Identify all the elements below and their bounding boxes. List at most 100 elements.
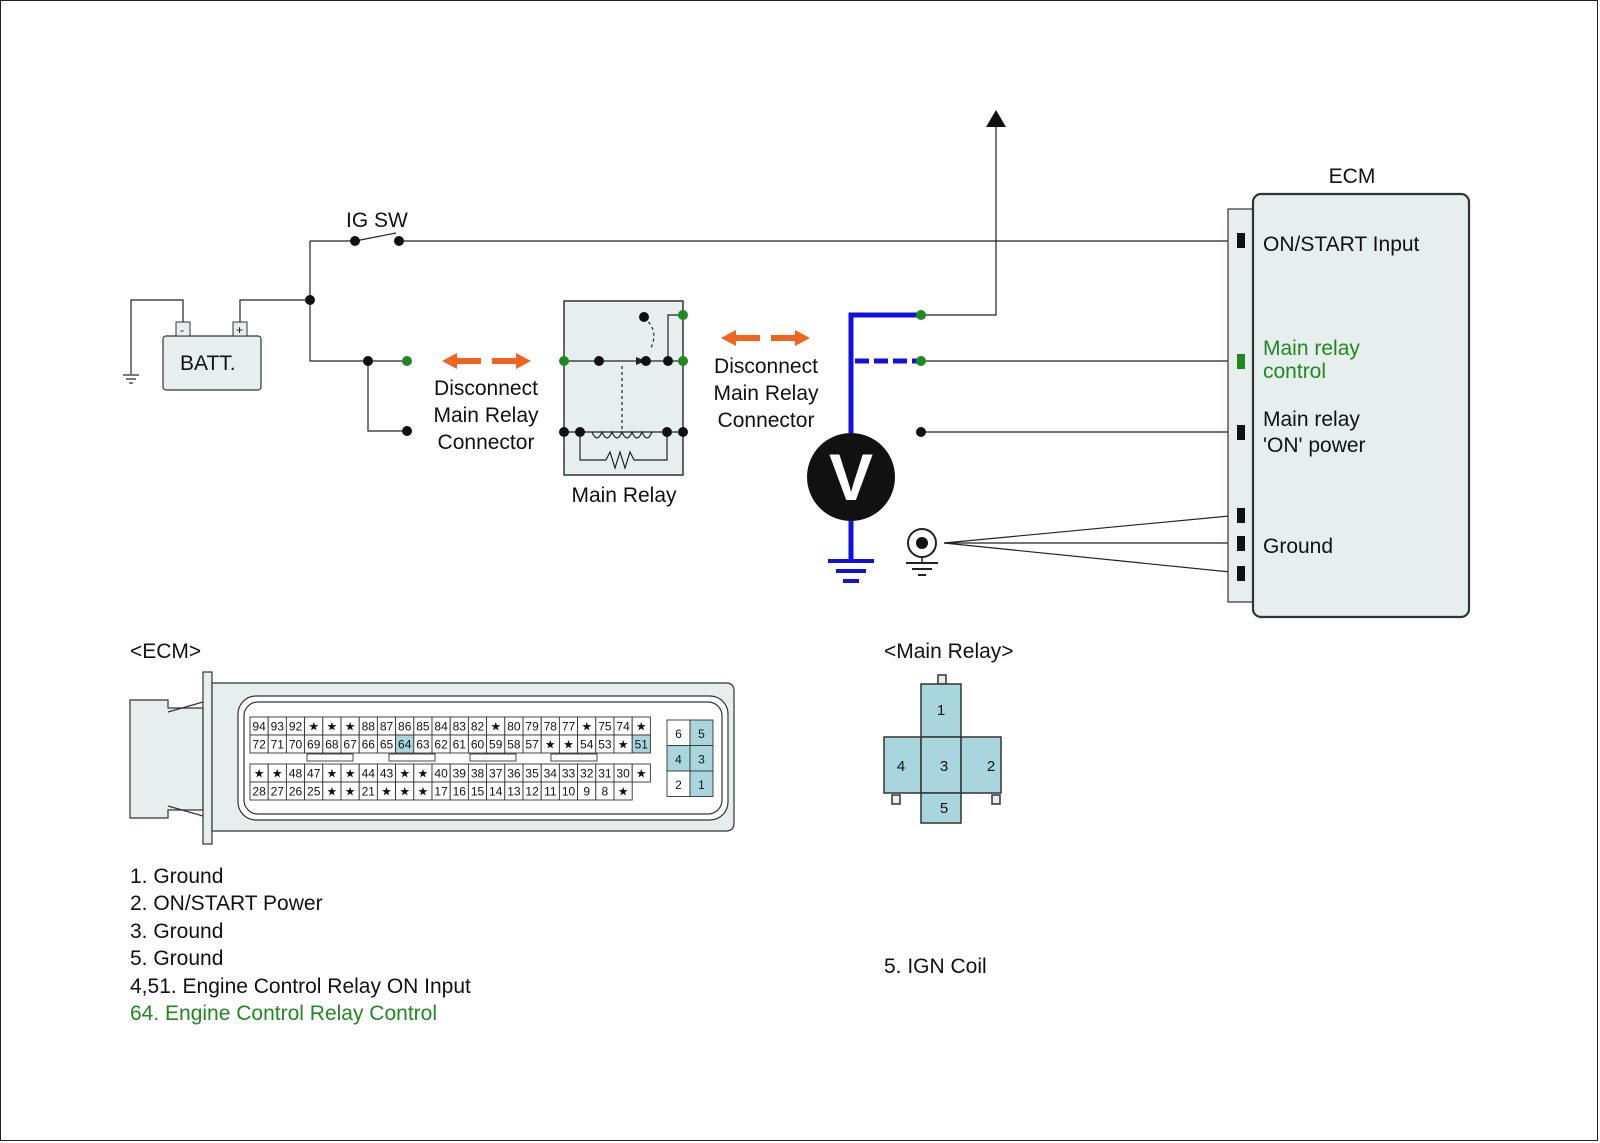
relay-pin-label: 4 [897, 758, 905, 775]
relay-pin-label: 1 [937, 702, 945, 719]
ecm-pin-label: ★ [636, 767, 647, 781]
ecm-pin-label: 67 [343, 738, 357, 752]
disconnect-right-line2: Main Relay [713, 382, 819, 405]
ecm-pin-label: 17 [434, 785, 448, 799]
ecm-pin-label: 10 [562, 785, 576, 799]
ecm-pin-label: 27 [271, 785, 285, 799]
ecm-pin-label: ★ [345, 720, 356, 734]
ecm-pin-label: ★ [254, 767, 265, 781]
chassis-ground [906, 528, 938, 576]
ecm-side-pin-cell [689, 770, 714, 797]
ecm-pin-label: 54 [580, 738, 594, 752]
ecm-pin-label: 75 [598, 720, 612, 734]
relay-pin-label: 5 [940, 800, 948, 817]
ecm-pin-label: 40 [434, 767, 448, 781]
connector-key-tab [550, 753, 598, 762]
ecm-pin-label: 79 [525, 720, 539, 734]
ecm-pin-label: 43 [380, 767, 394, 781]
connector-pin [916, 427, 926, 437]
ecm-pin-label: 64 [398, 738, 412, 752]
connector-key-tab [388, 753, 436, 762]
disconnect-arrows-right [721, 330, 810, 346]
ecm-side-pin-label: 6 [675, 727, 682, 741]
disconnect-left-line1: Disconnect [434, 377, 538, 400]
ig-switch-contact-b [394, 236, 404, 246]
main-relay [559, 300, 688, 476]
ecm-pin-label: 16 [453, 785, 467, 799]
ecm-pin-label: 58 [507, 738, 521, 752]
legend-item: 5. IGN Coil [884, 955, 987, 978]
ecm-pin-label: 80 [507, 720, 521, 734]
main-relay-label: Main Relay [571, 484, 677, 507]
ecm-main-relay-control-line1: Main relay [1263, 337, 1360, 360]
battery-label: BATT. [180, 352, 236, 375]
ecm-pin-label: 12 [525, 785, 539, 799]
ecm-pin-label: 31 [598, 767, 612, 781]
connector-pin-green [916, 356, 926, 366]
ecm-pin-label: ★ [399, 767, 410, 781]
ecm-pin-label: ★ [399, 785, 410, 799]
ecm-side-pin-label: 1 [698, 778, 705, 792]
connector-pin-green [402, 356, 412, 366]
ecm-pin-label: 74 [616, 720, 630, 734]
ecm-side-pin-label: 4 [675, 752, 682, 766]
ecm-pin-label: 83 [453, 720, 467, 734]
ecm-pin-label: 35 [525, 767, 539, 781]
ecm-pin-label: 77 [562, 720, 576, 734]
ecm-pin-label: 59 [489, 738, 503, 752]
ecm-pin-label: 94 [252, 720, 266, 734]
ecm-pin-label: 78 [544, 720, 558, 734]
legend-item: 3. Ground [130, 919, 224, 943]
ig-switch-contact-a [350, 236, 360, 246]
ecm-pin-label: ★ [563, 738, 574, 752]
ecm-pin-label: 11 [544, 785, 557, 799]
ecm-pin-label: 38 [471, 767, 485, 781]
ecm-pin-label: ★ [308, 720, 319, 734]
ecm-pin-label: ★ [327, 785, 338, 799]
disconnect-arrows-left [442, 353, 531, 369]
ecm-pin-label: ★ [418, 767, 429, 781]
ecm-pin-label: 26 [289, 785, 303, 799]
ecm-pin-label: 33 [562, 767, 576, 781]
battery: BATT. - + [162, 321, 262, 391]
disconnect-left-line3: Connector [438, 431, 535, 454]
ecm-pin-label: ★ [327, 767, 338, 781]
legend-item: 4,51. Engine Control Relay ON Input [130, 974, 471, 998]
ecm-pin-label: 53 [598, 738, 612, 752]
ecm-pin-label: 28 [252, 785, 266, 799]
ecm-pin-label: 88 [362, 720, 376, 734]
ecm-pin-label: 62 [434, 738, 448, 752]
ecm-pin-label: 87 [380, 720, 394, 734]
ecm-pin-cell [631, 763, 651, 783]
legend-item: 2. ON/START Power [130, 892, 323, 916]
ecm-pin-label: ★ [381, 785, 392, 799]
ecm-title: ECM [1329, 165, 1376, 188]
ecm-pin-label: 39 [453, 767, 467, 781]
ecm-pin-cell [631, 734, 651, 754]
ecm-pin-label: ★ [581, 720, 592, 734]
junction-dot [363, 356, 373, 366]
battery-ground-wire [123, 299, 184, 384]
ecm-pin-label: 84 [434, 720, 448, 734]
ecm-pin-label: 69 [307, 738, 321, 752]
relay-pin-2 [960, 736, 1002, 794]
ecm-pin-label: ★ [545, 738, 556, 752]
ecm-pin-label: 68 [325, 738, 339, 752]
ecm-pin-label: 47 [307, 767, 321, 781]
ecm-pin-label: 34 [544, 767, 558, 781]
ecm-pin-label: 63 [416, 738, 430, 752]
ecm-pin-label: ★ [345, 785, 356, 799]
legend-item: 64. Engine Control Relay Control [130, 1002, 438, 1026]
ecm-pin-label: ★ [618, 785, 629, 799]
junction-dot [305, 295, 315, 305]
battery-plus: + [236, 323, 243, 337]
ecm-pin-label: ★ [636, 720, 647, 734]
ecm-wires [921, 124, 1241, 574]
ecm-pin-label: 71 [271, 738, 285, 752]
relay-pin-4 [883, 736, 922, 794]
ecm-pin-label: 13 [507, 785, 521, 799]
ecm-pin-label: ★ [490, 720, 501, 734]
voltmeter-label: V [829, 440, 873, 514]
